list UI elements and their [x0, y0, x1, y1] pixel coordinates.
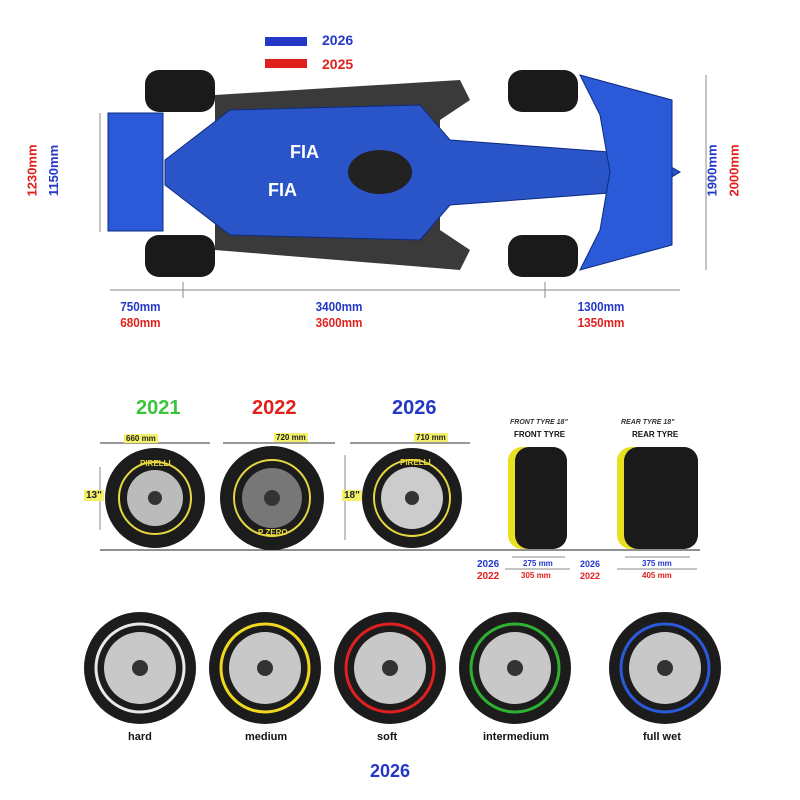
compound-label-soft: soft [377, 731, 398, 743]
livery-fia-1: FIA [290, 142, 319, 162]
rear-width-2026: 375 mm [642, 559, 672, 568]
label-2026-a: 2026 [477, 559, 500, 570]
diameter-2022: 720 mm [274, 433, 308, 442]
year-2021: 2021 [136, 397, 181, 419]
front-left-tyre [508, 70, 578, 112]
tyre-2022 [220, 446, 324, 550]
year-2022: 2022 [252, 397, 297, 419]
front-width-2026: 1900mm [704, 144, 720, 197]
rear-width-2026: 1150mm [46, 144, 62, 197]
rear-width-2025: 1230mm [24, 144, 40, 197]
rear-tyre-size: REAR TYRE 18" [621, 419, 675, 426]
rear-right-tyre [145, 235, 215, 277]
rear-overhang-2026: 750mm [120, 299, 161, 314]
front-overhang-2026: 1300mm [577, 299, 625, 314]
rear-overhang-2025: 680mm [120, 315, 161, 330]
rear-tyre-title: REAR TYRE [632, 430, 679, 439]
wheelbase-2025: 3600mm [315, 315, 363, 330]
label-2026-b: 2026 [580, 559, 601, 569]
pirelli-logo-2021: PIRELLI [140, 459, 171, 468]
pirelli-logo-2026: PIRELLI [400, 458, 431, 467]
legend-label-2025: 2025 [322, 56, 354, 72]
footer-year: 2026 [370, 761, 411, 781]
compound-tyre-full-wet [609, 612, 721, 724]
cockpit [348, 150, 412, 194]
tyre-2026 [362, 448, 462, 548]
legend-swatch-2026 [265, 37, 307, 46]
front-right-tyre [508, 235, 578, 277]
front-width-2022: 305 mm [521, 571, 551, 580]
rim-13: 13" [84, 490, 104, 501]
front-width-2025: 2000mm [726, 144, 742, 197]
rear-tyre-side [617, 447, 698, 549]
compound-tyre-medium [209, 612, 321, 724]
compound-tyre-soft [334, 612, 446, 724]
rear-width-2022: 405 mm [642, 571, 672, 580]
compound-tyre-intermedium [459, 612, 571, 724]
compound-tyre-hard [84, 612, 196, 724]
pzero-2022: P ZERO [258, 528, 288, 537]
tyre-2021 [105, 448, 205, 548]
legend-swatch-2025 [265, 59, 307, 68]
wheelbase-2026: 3400mm [315, 299, 363, 314]
rear-left-tyre [145, 70, 215, 112]
front-overhang-2025: 1350mm [577, 315, 625, 330]
front-tyre-size: FRONT TYRE 18" [510, 419, 568, 426]
front-wing [579, 74, 673, 271]
front-tyre-side [508, 447, 567, 549]
front-tyre-title: FRONT TYRE [514, 430, 566, 439]
legend-label-2026: 2026 [322, 32, 354, 48]
compound-label-medium: medium [245, 731, 288, 743]
compound-label-hard: hard [128, 731, 152, 743]
diameter-2026: 710 mm [414, 433, 448, 442]
car-top-view: FIA FIA [107, 70, 681, 277]
diameter-2021: 660 mm [124, 434, 158, 443]
compound-label-intermedium: intermedium [483, 731, 550, 743]
rear-wing [107, 112, 164, 232]
label-2022-b: 2022 [580, 571, 601, 581]
compound-label-full-wet: full wet [643, 731, 681, 743]
front-width-2026: 275 mm [523, 559, 553, 568]
label-2022-a: 2022 [477, 571, 500, 582]
year-2026: 2026 [392, 397, 437, 419]
livery-fia-2: FIA [268, 180, 297, 200]
rim-18: 18" [342, 490, 362, 501]
